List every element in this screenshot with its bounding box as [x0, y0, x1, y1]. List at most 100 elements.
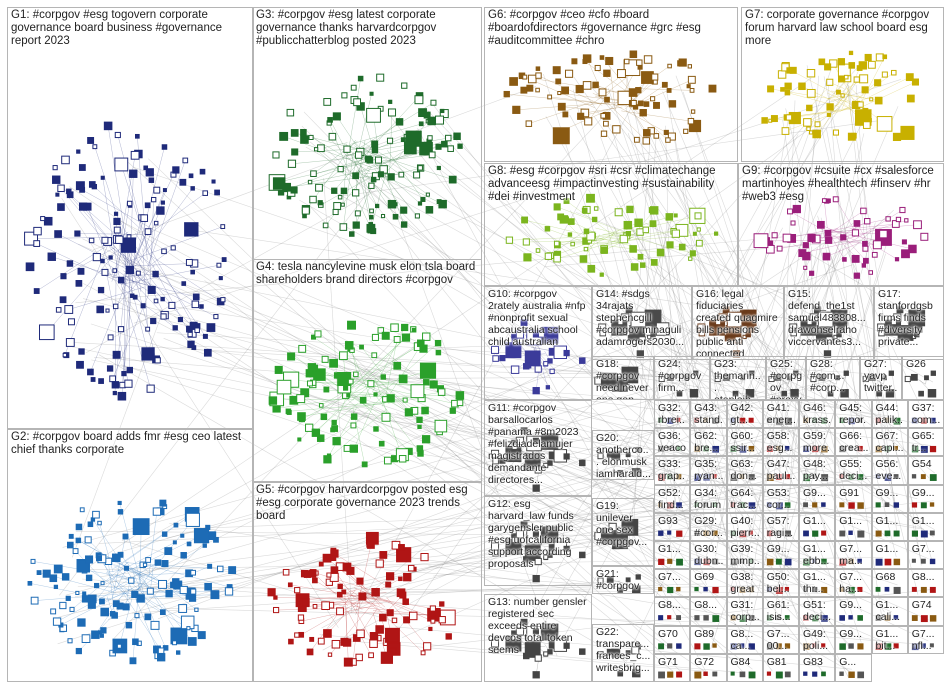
small-group-panel: G9...	[908, 485, 944, 513]
group-panel-g25: G25: #corpgov #proxys...	[766, 356, 806, 400]
small-group-label: G7...	[658, 571, 687, 583]
small-group-panel: G8...	[690, 597, 726, 625]
small-group-panel: G65: tr...	[908, 428, 944, 456]
group-label: G18: #corpgov need never one gop potus..…	[596, 358, 651, 400]
small-group-label: G47: paul...	[767, 458, 796, 482]
small-group-panel: G8...	[908, 569, 944, 597]
small-group-panel: G1...	[799, 513, 835, 541]
small-group-label: G1...	[876, 515, 905, 527]
group-panel-g23: G23: themarin... etanleib...	[710, 356, 766, 400]
small-group-label: G43: stand... gt...	[694, 402, 723, 428]
small-group-label: G1...	[803, 515, 832, 527]
small-group-label: G1... bit...	[876, 628, 905, 652]
small-group-panel: G59: more...	[799, 428, 835, 456]
small-group-panel: G1... thr...	[799, 569, 835, 597]
small-group-panel: G64: trac...	[727, 485, 763, 513]
small-group-panel: G52: find...	[654, 485, 690, 513]
group-panel-g19: G19: unilever one sex #corpgov...	[592, 498, 654, 566]
small-group-panel: G37: com...	[908, 400, 944, 428]
small-group-label: G69	[694, 571, 723, 583]
small-group-panel: G7... nfl...	[908, 626, 944, 654]
group-panel-g27: G27: yavp twitter...	[860, 356, 902, 400]
group-label: G17: stanfordgsb firms finds #diversity …	[878, 288, 941, 348]
small-group-label: G63: don...	[731, 458, 760, 482]
group-label: G12: esg harvard_law funds garygensler p…	[488, 498, 589, 570]
small-group-panel: G56: eve...	[872, 456, 908, 484]
small-group-label: G9...	[803, 487, 832, 499]
small-group-panel: G1...	[654, 541, 690, 569]
group-panel-g8: G8: #esg #corpgov #sri #csr #climatechan…	[484, 163, 738, 286]
small-group-panel: G72	[690, 654, 726, 682]
small-group-label: G56: eve...	[876, 458, 905, 482]
group-label: G15: defend_the1st samuel483808... drawo…	[788, 288, 871, 348]
small-group-label: G9...	[912, 487, 941, 499]
small-group-panel: G7...	[654, 569, 690, 597]
small-group-label: G53: cor...	[767, 487, 796, 511]
group-label: G27: yavp twitter...	[864, 358, 899, 400]
small-group-label: G29: #cor... ir...	[694, 515, 723, 541]
small-group-panel: G53: cor...	[763, 485, 799, 513]
small-group-panel: G91	[835, 485, 871, 513]
small-group-panel: G9...	[763, 541, 799, 569]
group-panel-g2: G2: #corpgov board adds fmr #esg ceo lat…	[7, 429, 254, 682]
small-group-panel: G1... ebb...	[799, 541, 835, 569]
small-group-label: G61: isis...	[767, 599, 796, 623]
group-panel-g14: G14: #sdgs 34rajats stephencgill #corpgo…	[592, 286, 692, 360]
group-label: G7: corporate governance #corpgov forum …	[745, 9, 941, 48]
group-panel-g3: G3: #corpgov #esg latest corporate gover…	[252, 7, 482, 260]
small-group-panel: G36: veaco #cor...	[654, 428, 690, 456]
small-group-panel: G55: deci...	[835, 456, 871, 484]
group-panel-g6: G6: #corpgov #ceo #cfo #board #boardofdi…	[484, 7, 738, 162]
small-group-panel: G33: grap... john...	[654, 456, 690, 484]
small-group-label: G72	[694, 656, 723, 668]
small-group-panel: G8... ca...	[727, 626, 763, 654]
group-label: G14: #sdgs 34rajats stephencgill #corpgo…	[596, 288, 689, 348]
small-group-label: G46: krass...	[803, 402, 832, 428]
small-group-label: G1...	[876, 543, 905, 555]
small-group-panel: G49: poli...	[799, 626, 835, 654]
small-group-panel: G35: ryan...	[690, 456, 726, 484]
small-group-panel: G58: esg...	[763, 428, 799, 456]
small-group-label: G48: pay...	[803, 458, 832, 482]
small-group-panel: G71	[654, 654, 690, 682]
small-group-panel: G1... bit...	[872, 626, 908, 654]
small-group-label: G66: crea...	[839, 430, 868, 454]
small-group-label: G1...	[658, 543, 687, 555]
small-group-label: G8...	[658, 599, 687, 611]
small-group-label: G8...	[912, 571, 941, 583]
small-group-label: G30: dubn... ferris...	[694, 543, 723, 569]
group-panel-g10: G10: #corpgov 2rately australia #nfp #no…	[484, 286, 592, 400]
group-panel-g20: G20: anotherco... elonmusk iamharald...	[592, 430, 654, 480]
small-group-panel: G1...	[872, 513, 908, 541]
small-group-panel: G62: bre...	[690, 428, 726, 456]
small-group-panel: G57: ragi...	[763, 513, 799, 541]
small-group-label: G70	[658, 628, 687, 640]
group-panel-g26: G26	[902, 356, 944, 400]
group-panel-g12: G12: esg harvard_law funds garygensler p…	[484, 496, 592, 586]
small-group-panel: G39: mmp...	[727, 541, 763, 569]
small-group-label: G7... 00...	[767, 628, 796, 652]
small-group-panel: G9...	[872, 485, 908, 513]
small-group-label: G1...	[839, 515, 868, 527]
group-panel-g4: G4: tesla nancylevine musk elon tsla boa…	[252, 259, 482, 482]
group-panel-g28: G28: #com... #corp...	[806, 356, 860, 400]
small-group-label: G9...	[767, 543, 796, 555]
group-panel-g15: G15: defend_the1st samuel483808... drawo…	[784, 286, 874, 360]
small-group-panel: G84	[727, 654, 763, 682]
small-group-panel: G...	[835, 654, 871, 682]
group-label: G11: #corpgov barsallocarlos #panama #8m…	[488, 402, 589, 486]
small-group-label: G55: deci...	[839, 458, 868, 482]
small-group-panel: G7... 00...	[763, 626, 799, 654]
small-group-panel: G32: rbrei... sm68...	[654, 400, 690, 428]
small-group-panel: G1...	[872, 541, 908, 569]
small-group-label: G...	[839, 656, 868, 668]
small-group-panel: G63: don...	[727, 456, 763, 484]
small-group-label: G93	[658, 515, 687, 527]
group-label: G20: anotherco... elonmusk iamharald...	[596, 432, 651, 480]
small-group-panel: G43: stand... gt...	[690, 400, 726, 428]
small-group-panel: G1... cali...	[872, 597, 908, 625]
small-group-label: G32: rbrei... sm68...	[658, 402, 687, 428]
small-group-panel: G67: capi...	[872, 428, 908, 456]
small-group-label: G74	[912, 599, 941, 611]
small-group-panel: G34: forum econ...	[690, 485, 726, 513]
